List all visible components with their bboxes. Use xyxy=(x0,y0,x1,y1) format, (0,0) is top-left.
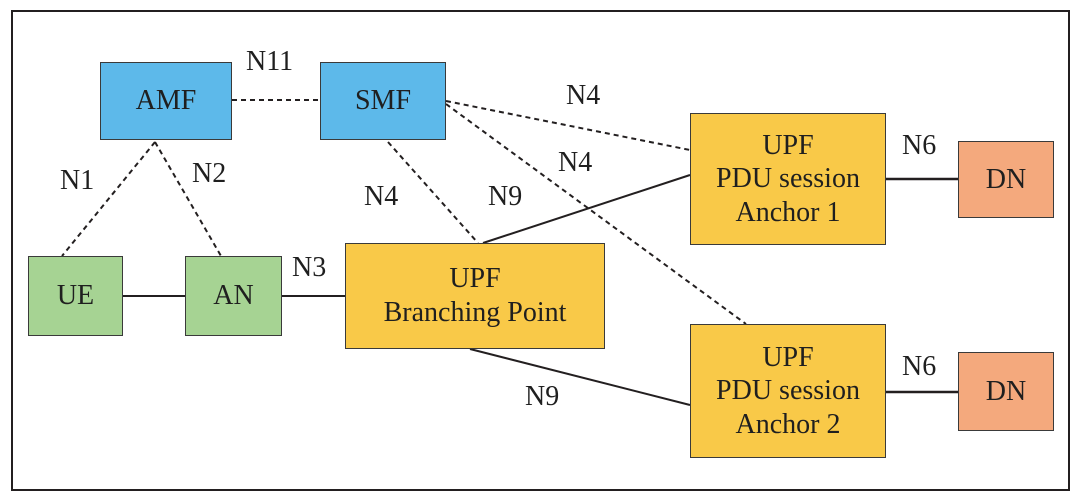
dn1-node: DN xyxy=(958,141,1054,218)
upf-psa2-label-line1: UPF xyxy=(762,341,814,373)
link-n4-smf-psa1 xyxy=(445,100,691,151)
ue-node: UE xyxy=(28,256,123,336)
interface-label-n1: N1 xyxy=(60,165,95,196)
upf-bp-label-line1: UPF xyxy=(449,263,501,295)
upf-branching-point-node: UPF Branching Point xyxy=(345,243,605,349)
upf-psa1-label-line1: UPF xyxy=(762,129,814,161)
interface-label-n9-psa1: N9 xyxy=(488,181,523,212)
smf-label: SMF xyxy=(354,85,412,117)
dn1-label: DN xyxy=(985,163,1027,195)
link-n9-bp-psa2 xyxy=(469,348,691,406)
upf-psa2-label-line2: PDU session xyxy=(716,375,860,407)
link-n9-bp-psa1 xyxy=(482,174,691,244)
interface-label-n11: N11 xyxy=(246,46,294,77)
upf-psa1-label-line2: PDU session xyxy=(716,163,860,195)
interface-label-n6-dn2: N6 xyxy=(902,351,937,382)
link-n4-smf-bp xyxy=(387,141,479,244)
interface-label-n9-psa2: N9 xyxy=(525,381,560,412)
interface-label-n6-dn1: N6 xyxy=(902,130,937,161)
dn2-node: DN xyxy=(958,352,1054,431)
upf-psa1-node: UPF PDU session Anchor 1 xyxy=(690,113,886,245)
interface-label-n4-smf-psa1: N4 xyxy=(566,80,601,111)
an-label: AN xyxy=(213,280,254,312)
interface-label-n2: N2 xyxy=(192,158,227,189)
upf-bp-label-line2: Branching Point xyxy=(383,297,567,328)
link-n4-smf-psa2 xyxy=(445,103,747,325)
smf-node: SMF xyxy=(320,62,446,140)
amf-node: AMF xyxy=(100,62,232,140)
link-n1-amf-ue xyxy=(61,141,156,257)
interface-label-n4-smf-bp: N4 xyxy=(364,181,399,212)
dn2-label: DN xyxy=(985,375,1027,407)
interface-label-n3: N3 xyxy=(292,252,327,283)
amf-label: AMF xyxy=(135,85,197,117)
ue-label: UE xyxy=(56,280,95,312)
upf-psa2-label-line3: Anchor 2 xyxy=(735,408,841,440)
upf-psa2-node: UPF PDU session Anchor 2 xyxy=(690,324,886,458)
interface-label-n4-smf-psa2: N4 xyxy=(558,147,593,178)
link-n2-amf-an xyxy=(154,141,222,257)
upf-psa1-label-line3: Anchor 1 xyxy=(735,196,841,228)
an-node: AN xyxy=(185,256,282,336)
